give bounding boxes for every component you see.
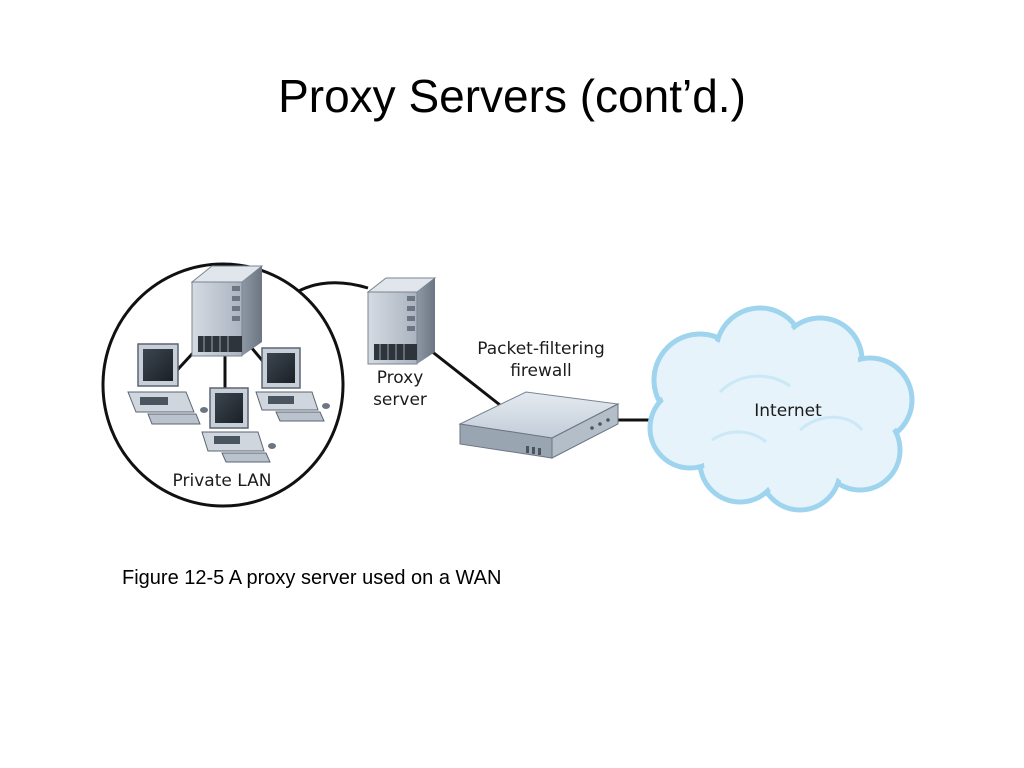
slide-title: Proxy Servers (cont’d.)	[278, 70, 746, 122]
internet-cloud-fill	[654, 312, 908, 506]
lan-server-icon	[190, 265, 264, 357]
figure-caption: Figure 12-5 A proxy server used on a WAN	[122, 567, 502, 589]
firewall-icon	[458, 391, 620, 459]
proxy-server-icon	[366, 277, 437, 365]
firewall-label-line1: Packet-filtering	[477, 339, 605, 359]
workstation-left-icon	[127, 343, 208, 425]
workstation-middle-icon	[201, 387, 276, 463]
private-lan-boundary	[101, 262, 345, 508]
firewall-label-line2: firewall	[510, 361, 572, 381]
proxy-label-line2: server	[373, 390, 427, 410]
workstation-right-icon	[255, 347, 330, 422]
internet-label: Internet	[754, 401, 822, 421]
internet-cloud-shading	[711, 374, 864, 444]
private-lan-label: Private LAN	[173, 471, 272, 491]
proxy-label-line1: Proxy	[377, 368, 424, 388]
link-proxy-to-firewall	[429, 348, 501, 407]
